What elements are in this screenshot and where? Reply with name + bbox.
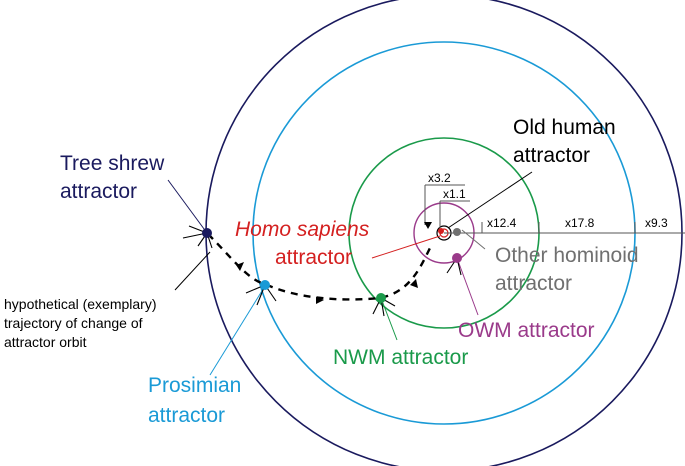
homo-sapiens-label-line2: attractor: [275, 246, 352, 269]
tree-shrew-label-line1: Tree shrew: [60, 152, 165, 175]
prosimian-label-line2: attractor: [148, 404, 225, 427]
scale-bracket: [424, 184, 685, 234]
tree-shrew-dot: [202, 228, 212, 238]
scale-label-x3-2: x3.2: [428, 171, 451, 185]
prosimian-label-line1: Prosimian: [148, 374, 241, 397]
scale-label-x17-8: x17.8: [565, 216, 595, 230]
trajectory-label-line1: hypothetical (exemplary): [4, 296, 157, 312]
leader-lines: [167, 171, 533, 376]
tree-shrew-label-line2: attractor: [60, 180, 137, 203]
scale-label-x9-3: x9.3: [645, 216, 668, 230]
old-human-label-line2: attractor: [513, 144, 590, 167]
old-human-marker: [424, 222, 432, 229]
nwm-dot: [376, 293, 386, 303]
owm-label: OWM attractor: [458, 319, 595, 342]
owm-dot: [452, 253, 462, 263]
trajectory-label-line3: attractor orbit: [4, 334, 87, 350]
other-hominoid-label-line2: attractor: [495, 272, 572, 295]
other-hominoid-label-line1: Other hominoid: [495, 244, 639, 267]
old-human-label-line1: Old human: [513, 116, 616, 139]
homo-sapiens-label-line1: Homo sapiens: [235, 218, 370, 241]
trajectory-path: [207, 233, 432, 301]
nwm-label: NWM attractor: [333, 346, 468, 369]
scale-label-x1-1: x1.1: [443, 187, 466, 201]
other-hominoid-dot: [453, 228, 461, 236]
homo-sapiens-dot: [438, 228, 444, 234]
trajectory-label-line2: trajectory of change of: [4, 315, 143, 331]
scale-label-x12-4: x12.4: [487, 216, 517, 230]
trajectory-arrows: [236, 262, 418, 304]
prosimian-dot: [260, 280, 270, 290]
